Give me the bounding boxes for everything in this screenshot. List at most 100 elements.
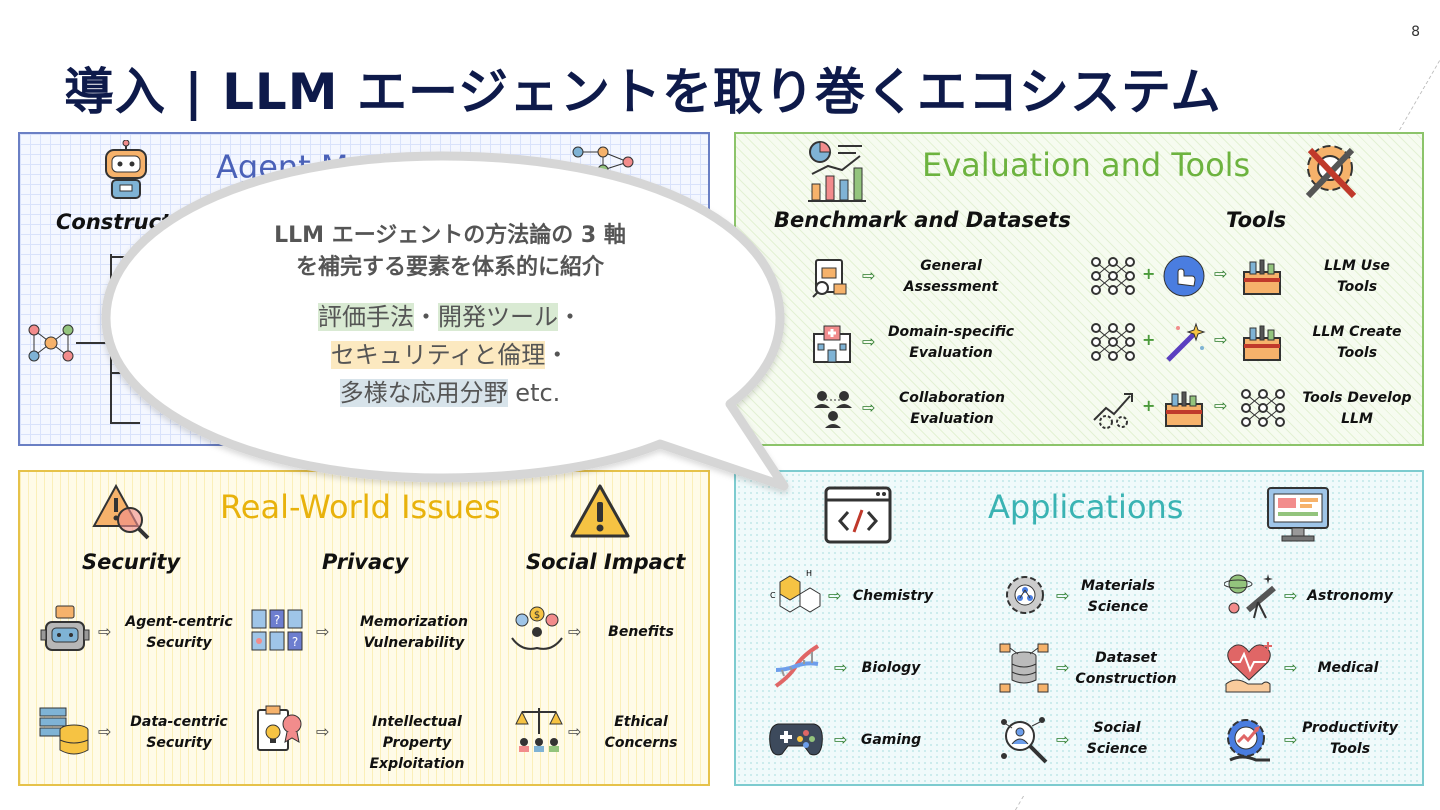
growth-chart-icon [1090, 386, 1136, 430]
svg-text:?: ? [292, 635, 298, 649]
arrow-icon: ⇨ [1056, 730, 1070, 749]
benefits-label: Benefits [608, 624, 674, 640]
tree-connector [76, 342, 110, 344]
benchmark-heading: Benchmark and Datasets [774, 208, 1071, 232]
dna-biology-icon [770, 640, 824, 692]
arrow-icon: ⇨ [1284, 586, 1298, 605]
agent-methodology-panel: Agent Methodology Construction [18, 132, 710, 446]
memorization-vulnerability-label: Memorization Vulnerability [359, 614, 468, 651]
materials-gear-icon [1000, 570, 1050, 620]
real-world-issues-panel: Real-World Issues Security Privacy Socia… [18, 470, 710, 786]
chemistry-label: Chemistry [852, 588, 934, 604]
code-window-icon [824, 486, 892, 544]
svg-text:C: C [770, 591, 776, 600]
dataset-construction-label: Dataset Construction [1075, 650, 1177, 687]
biology-label: Biology [861, 660, 921, 676]
arrow-icon: ⇨ [568, 722, 582, 741]
agent-centric-security-label: Agent-centric Security [125, 614, 233, 651]
arrow-icon: ⇨ [1214, 330, 1228, 349]
medical-label: Medical [1317, 660, 1379, 676]
warning-triangle-icon [568, 482, 632, 540]
issues-title: Real-World Issues [220, 488, 501, 526]
arrow-icon: ⇨ [862, 332, 876, 351]
arrow-icon: ⇨ [1214, 264, 1228, 283]
plus-icon: + [1142, 264, 1156, 283]
ethics-scale-icon [514, 704, 564, 754]
arrow-icon: ⇨ [98, 722, 112, 741]
dataset-database-icon [998, 642, 1050, 694]
security-warning-icon [90, 482, 152, 540]
gamepad-icon [768, 718, 824, 760]
gear-tools-icon [1296, 138, 1366, 206]
medical-heart-icon [1222, 640, 1276, 694]
desktop-computer-icon [1266, 486, 1330, 544]
astronomy-label: Astronomy [1307, 588, 1393, 604]
llm-use-tools-label: LLM Use Tools [1324, 258, 1390, 295]
evaluation-title: Evaluation and Tools [922, 146, 1251, 184]
toolbox-icon [1240, 254, 1284, 298]
methodology-title: Agent Methodology [216, 148, 529, 186]
arrow-icon: ⇨ [1056, 658, 1070, 677]
arrow-icon: ⇨ [1284, 730, 1298, 749]
benefits-hands-icon: $ [510, 604, 564, 654]
domain-specific-label: Domain-specific Evaluation [887, 324, 1015, 361]
social-science-label: Social Science [1086, 720, 1148, 757]
data-centric-security-label: Data-centric Security [130, 714, 228, 751]
tree-branch [110, 372, 140, 374]
intellectual-property-label: Intellectual Property Exploitation [369, 714, 465, 772]
applications-title: Applications [988, 488, 1184, 526]
hospital-icon [810, 322, 854, 364]
tools-heading: Tools [1226, 208, 1287, 232]
collaboration-evaluation-label: Collaboration Evaluation [898, 390, 1005, 427]
security-heading: Security [82, 550, 181, 574]
database-icon [38, 704, 92, 758]
ethical-concerns-label: Ethical Concerns [604, 714, 678, 751]
arrow-icon: ⇨ [1056, 586, 1070, 605]
privacy-heading: Privacy [322, 550, 409, 574]
toolbox-icon [1240, 320, 1284, 364]
collaboration-icon [812, 386, 854, 428]
tree-branch [110, 256, 140, 258]
svg-text:H: H [806, 569, 812, 578]
social-impact-heading: Social Impact [526, 550, 686, 574]
arrow-icon: ⇨ [1214, 396, 1228, 415]
evaluation-tools-panel: Evaluation and Tools Benchmark and Datas… [734, 132, 1424, 446]
arrow-icon: ⇨ [834, 658, 848, 677]
intellectual-property-icon [252, 704, 306, 758]
page-number: 8 [1411, 24, 1420, 40]
magic-wand-icon [1162, 320, 1206, 364]
memory-cards-icon: ?? [250, 608, 304, 654]
tools-develop-llm-label: Tools Develop LLM [1302, 390, 1412, 427]
robot-icon [98, 140, 154, 202]
neural-net-icon [1090, 320, 1136, 364]
corner-decoration [1340, 40, 1440, 130]
network-nodes-icon [568, 142, 638, 192]
neural-net-icon [1240, 386, 1286, 430]
svg-text:?: ? [274, 613, 280, 627]
svg-text:$: $ [534, 610, 540, 621]
brain-network-icon [26, 318, 76, 368]
tree-branch [110, 319, 140, 321]
general-assessment-label: General Assessment [903, 258, 999, 295]
toolbox-icon [1162, 386, 1206, 430]
plus-icon: + [1142, 330, 1156, 349]
productivity-tools-label: Productivity Tools [1302, 720, 1398, 757]
arrow-icon: ⇨ [1284, 658, 1298, 677]
arrow-icon: ⇨ [316, 622, 330, 641]
chart-analytics-icon [806, 138, 868, 204]
social-science-icon [998, 714, 1050, 766]
assessment-clipboard-icon [810, 256, 850, 298]
neural-net-icon [1090, 254, 1136, 298]
gaming-label: Gaming [860, 732, 922, 748]
tree-branch [110, 422, 140, 424]
arrow-icon: ⇨ [862, 398, 876, 417]
plus-icon: + [1142, 396, 1156, 415]
arrow-icon: ⇨ [862, 266, 876, 285]
productivity-gear-icon [1222, 714, 1276, 766]
corner-decoration-bottom [995, 796, 1025, 810]
astronomy-telescope-icon [1224, 570, 1280, 620]
slide-title: 導入 | LLM エージェントを取り巻くエコシステム [64, 63, 1222, 121]
robot-security-icon [38, 604, 92, 658]
arrow-icon: ⇨ [316, 722, 330, 741]
